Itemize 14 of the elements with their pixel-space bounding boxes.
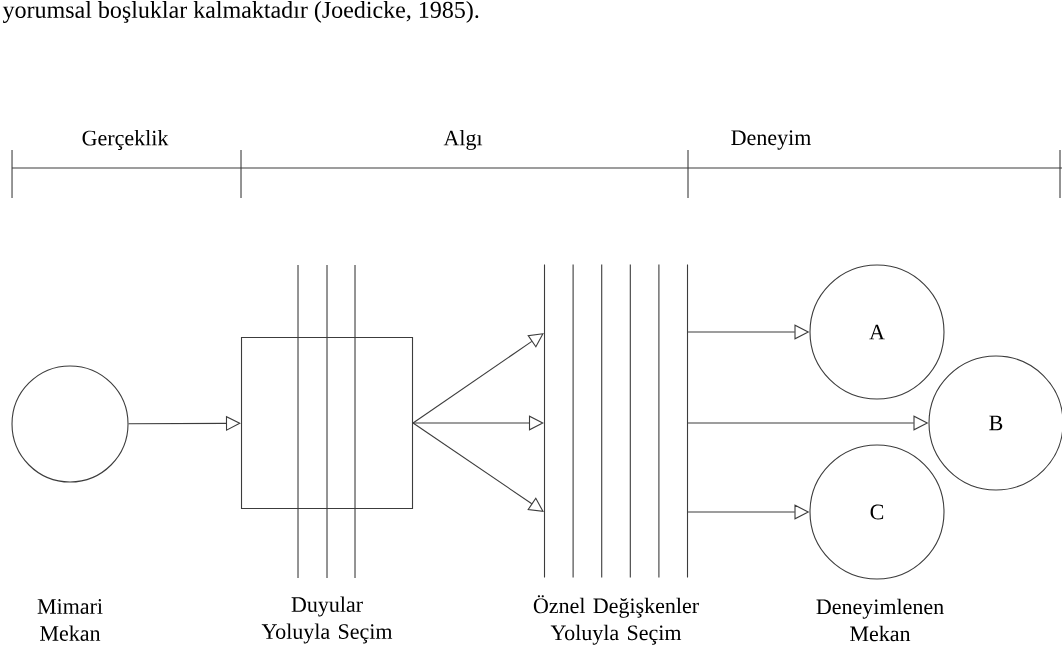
caption-text: Öznel Değişkenler Yoluyla Seçim xyxy=(533,595,699,645)
running-text: yorumsal boşluklar kalmaktadır (Joedicke, 1985). xyxy=(2,1,479,23)
filter-box xyxy=(240,336,414,510)
phase-label: Gerçeklik xyxy=(82,130,169,150)
phase-label: Deneyim xyxy=(731,130,811,150)
arrow xyxy=(412,422,544,512)
arrow xyxy=(412,333,544,424)
phase-label: Algı xyxy=(443,130,483,150)
caption-text: Duyular Yoluyla Seçim xyxy=(261,596,393,644)
caption-text: Mimari Mekan xyxy=(37,599,103,641)
caption-text: Deneyimlenen Mekan xyxy=(816,598,944,642)
arrow xyxy=(412,415,544,431)
filter-lines-drawing xyxy=(543,263,689,579)
circle xyxy=(11,365,129,483)
